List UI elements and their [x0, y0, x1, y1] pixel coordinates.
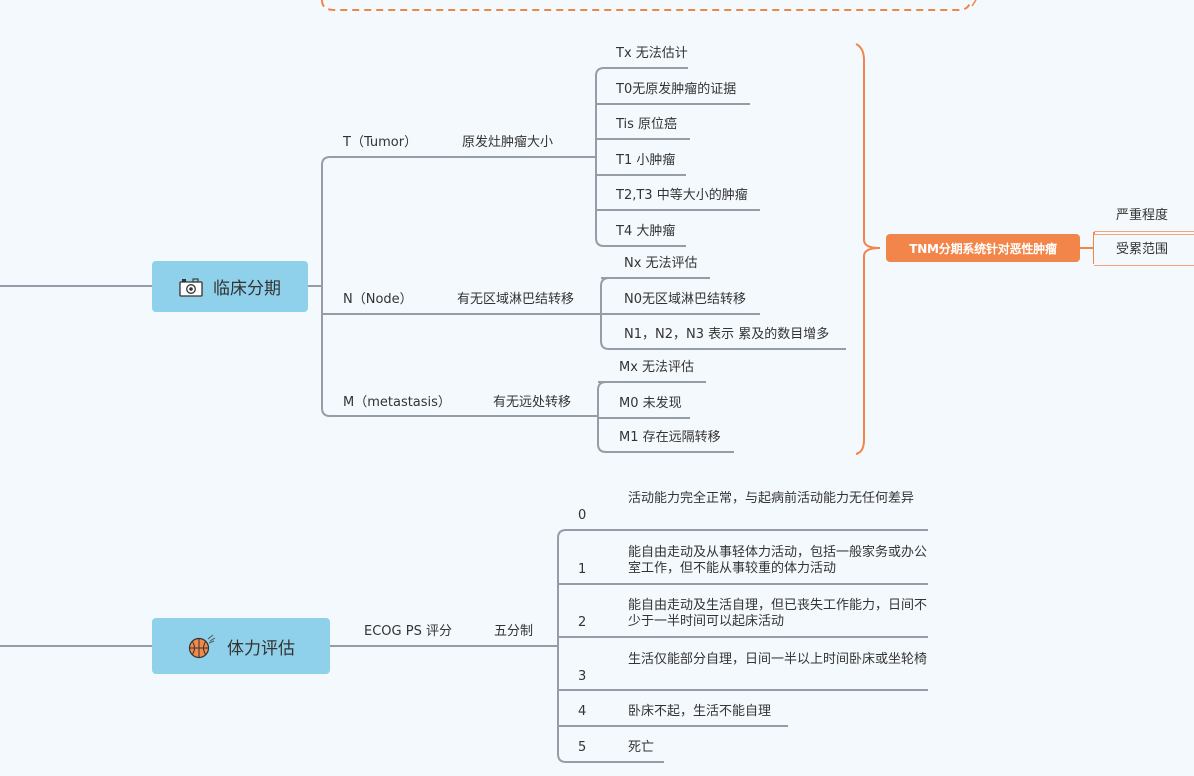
basketball-icon [187, 633, 217, 659]
grade-4-text[interactable]: 卧床不起，生活不能自理 [628, 704, 772, 719]
n-item-n123[interactable]: N1，N2，N3 表示 累及的数目增多 [624, 327, 830, 342]
tnm-aspect-severity[interactable]: 严重程度 [1094, 201, 1194, 232]
grade-1-text[interactable]: 能自由走动及从事轻体力活动，包括一般家务或办公室工作，但不能从事较重的体力活动 [628, 545, 928, 576]
t-tumor-desc[interactable]: 原发灶肿瘤大小 [462, 135, 554, 150]
tnm-aspect-extent[interactable]: 受累范围 [1094, 234, 1194, 266]
grade-5-number: 5 [578, 740, 587, 755]
physical-assessment-topic[interactable]: 体力评估 [152, 618, 330, 674]
m-item-m0[interactable]: M0 未发现 [619, 396, 682, 411]
m-metastasis-desc[interactable]: 有无远处转移 [493, 395, 572, 410]
grade-2-number: 2 [578, 615, 587, 630]
five-scale-node[interactable]: 五分制 [494, 624, 534, 639]
t-item-t0[interactable]: T0无原发肿瘤的证据 [616, 82, 737, 97]
clinical-stage-label: 临床分期 [213, 279, 281, 299]
grade-3-number: 3 [578, 669, 587, 684]
t-tumor-node[interactable]: T（Tumor） [343, 135, 418, 150]
m-item-m1[interactable]: M1 存在远隔转移 [619, 430, 721, 445]
boundary-dashed [321, 0, 971, 11]
tnm-bracket [855, 43, 881, 455]
grade-0-text[interactable]: 活动能力完全正常，与起病前活动能力无任何差异 [628, 491, 915, 506]
tnm-summary-callout[interactable]: TNM分期系统针对恶性肿瘤 [886, 234, 1080, 262]
grade-0-number: 0 [578, 508, 587, 523]
grade-2-text[interactable]: 能自由走动及生活自理，但已丧失工作能力，日间不少于一半时间可以起床活动 [628, 598, 928, 629]
camera-icon [179, 277, 203, 297]
t-item-tx[interactable]: Tx 无法估计 [616, 46, 688, 61]
n-node-desc[interactable]: 有无区域淋巴结转移 [457, 292, 575, 307]
n-item-n0[interactable]: N0无区域淋巴结转移 [624, 292, 746, 307]
physical-assessment-label: 体力评估 [227, 638, 295, 659]
clinical-stage-topic[interactable]: 临床分期 [152, 261, 308, 312]
n-item-nx[interactable]: Nx 无法评估 [624, 256, 698, 271]
m-item-mx[interactable]: Mx 无法评估 [619, 360, 695, 375]
t-item-tis[interactable]: Tis 原位癌 [616, 117, 678, 132]
m-metastasis-node[interactable]: M（metastasis） [343, 395, 451, 410]
grade-3-text[interactable]: 生活仅能部分自理，日间一半以上时间卧床或坐轮椅 [628, 652, 928, 667]
ecog-ps-node[interactable]: ECOG PS 评分 [364, 624, 452, 639]
grade-5-text[interactable]: 死亡 [628, 740, 655, 755]
t-item-t4[interactable]: T4 大肿瘤 [616, 224, 676, 239]
grade-1-number: 1 [578, 562, 587, 577]
grade-4-number: 4 [578, 704, 587, 719]
n-node-node[interactable]: N（Node） [343, 292, 413, 307]
t-item-t1[interactable]: T1 小肿瘤 [616, 153, 676, 168]
t-item-t2t3[interactable]: T2,T3 中等大小的肿瘤 [616, 188, 748, 203]
